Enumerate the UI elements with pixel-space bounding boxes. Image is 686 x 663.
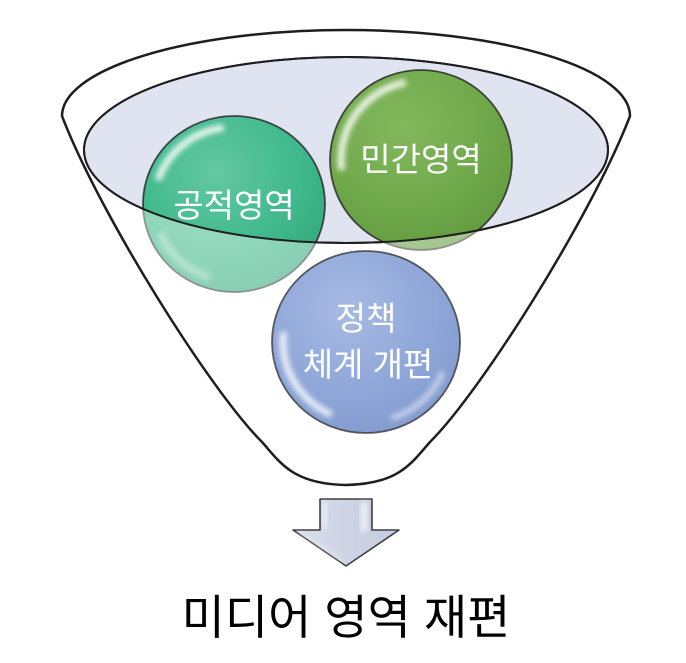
diagram-caption: 미디어 영역 재편 bbox=[182, 591, 511, 644]
submerged-private bbox=[329, 69, 513, 251]
bubble-private-gloss bbox=[337, 77, 505, 243]
funnel-rim-line bbox=[83, 56, 609, 244]
bubble-public-label: 공적영역 bbox=[173, 187, 294, 224]
bubble-public-domain bbox=[142, 115, 326, 293]
arrow-highlight-head bbox=[298, 531, 343, 563]
bubble-policy-label-line1: 정책 bbox=[336, 300, 397, 337]
arrow-highlight-right bbox=[361, 502, 367, 531]
down-arrow-icon bbox=[292, 498, 400, 567]
bubble-policy-gloss bbox=[279, 258, 453, 426]
bubble-private-domain bbox=[329, 69, 513, 251]
bubble-policy-label-line2: 체계 개편 bbox=[303, 346, 434, 383]
bubble-policy-reform: 정책 체계 개편 bbox=[271, 250, 461, 434]
arrow-highlight-left bbox=[323, 502, 327, 529]
submerged-public bbox=[142, 115, 326, 293]
down-arrow-shape bbox=[292, 498, 400, 567]
bubble-public-circle bbox=[142, 115, 326, 293]
bubble-private-label: 민간영역 bbox=[360, 141, 481, 178]
bubble-policy-circle bbox=[271, 250, 461, 434]
bubble-private-circle bbox=[329, 69, 513, 251]
submerged-overlay bbox=[142, 69, 513, 293]
